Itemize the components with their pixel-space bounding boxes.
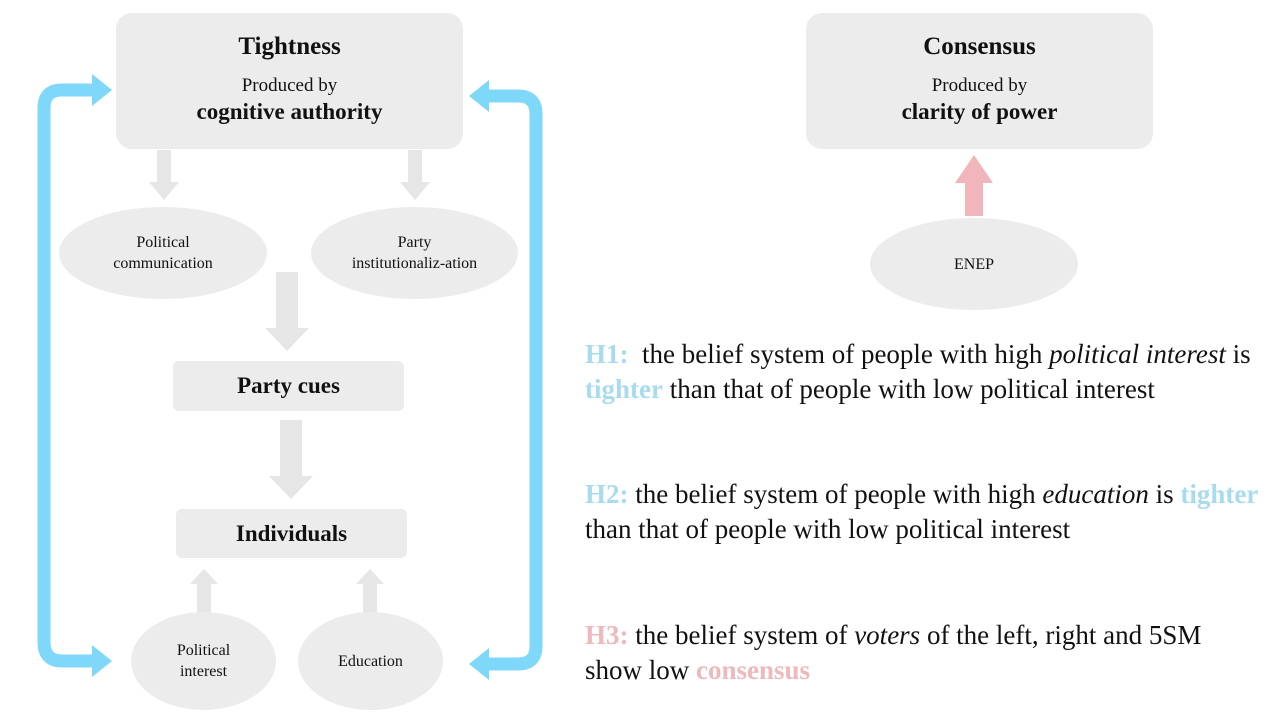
consensus-title: Consensus	[923, 33, 1036, 60]
h3-highlight: consensus	[696, 655, 811, 685]
consensus-box: Consensus Produced by clarity of power	[806, 13, 1153, 149]
h1-text-c: than that of people with low political i…	[662, 374, 1155, 404]
hypothesis-h2: H2: the belief system of people with hig…	[585, 477, 1265, 547]
h2-text-b: is	[1148, 479, 1181, 509]
h2-highlight: tighter	[1180, 479, 1259, 509]
arrow-enep-to-consensus	[955, 155, 993, 216]
ellipse-party-institutionalization: Party institutionaliz-ation	[311, 207, 518, 299]
h1-highlight: tighter	[585, 374, 663, 404]
right-loop-head-bottom	[469, 648, 489, 680]
arrow-to-party-cues	[265, 272, 309, 351]
ellipse-political-communication: Political communication	[59, 207, 267, 299]
tightness-source: cognitive authority	[196, 99, 383, 124]
hypothesis-h3: H3: the belief system of voters of the l…	[585, 618, 1265, 688]
h3-label: H3:	[585, 620, 629, 650]
h1-text-b: is	[1225, 339, 1251, 369]
h2-label: H2:	[585, 479, 629, 509]
right-loop-arrow	[488, 89, 543, 671]
arrow-education-to-individuals	[356, 569, 384, 613]
h2-text-a: the belief system of people with high	[628, 479, 1043, 509]
ellipse-political-communication-label: Political communication	[113, 234, 213, 272]
h1-label: H1:	[585, 339, 629, 369]
individuals-box: Individuals	[176, 509, 407, 558]
ellipse-education: Education	[298, 612, 443, 710]
consensus-produced-by: Produced by	[931, 75, 1028, 96]
h1-text-a: the belief system of people with high	[642, 339, 1050, 369]
right-loop-head-top	[469, 80, 489, 112]
h1-italic: political interest	[1049, 339, 1226, 369]
arrow-tightness-to-institutionalization	[400, 150, 430, 200]
h2-italic: education	[1042, 479, 1149, 509]
left-loop-head-top	[92, 74, 112, 106]
ellipse-enep-label: ENEP	[954, 255, 994, 273]
party-cues-label: Party cues	[237, 373, 340, 398]
ellipse-political-interest-label: Political interest	[176, 642, 231, 680]
left-loop-arrow	[37, 83, 94, 668]
ellipse-party-institutionalization-label: Party institutionaliz-ation	[351, 234, 478, 272]
consensus-source: clarity of power	[901, 99, 1058, 124]
arrow-party-cues-to-individuals	[269, 420, 313, 499]
hypothesis-h1: H1: the belief system of people with hig…	[585, 337, 1265, 407]
h2-text-c: than that of people with low political i…	[585, 514, 1071, 544]
left-loop-head-bottom	[92, 645, 112, 677]
h3-text-a: the belief system of	[628, 620, 855, 650]
ellipse-political-interest: Political interest	[131, 612, 276, 710]
tightness-box: Tightness Produced by cognitive authorit…	[116, 13, 463, 149]
tightness-produced-by: Produced by	[241, 75, 338, 96]
individuals-label: Individuals	[235, 520, 348, 546]
ellipse-enep: ENEP	[870, 218, 1078, 310]
h3-italic: voters	[854, 620, 921, 650]
arrow-interest-to-individuals	[190, 569, 218, 613]
h3-text-b: of the left, right and 5SM show low	[585, 620, 1202, 685]
tightness-title: Tightness	[238, 33, 341, 60]
ellipse-education-label: Education	[338, 652, 403, 670]
party-cues-box: Party cues	[173, 361, 404, 411]
arrow-tightness-to-communication	[149, 150, 179, 200]
